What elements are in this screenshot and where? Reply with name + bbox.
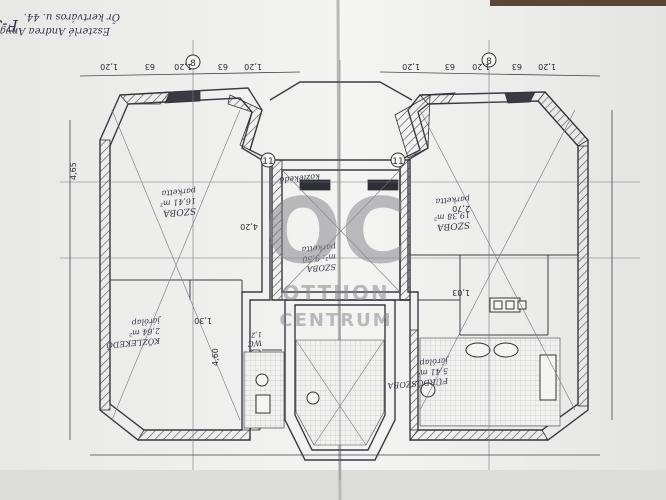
- dim-top-left-3: 1,20: [174, 62, 192, 71]
- top-dimensions-right: 1,20 63 1,20 63 1,20: [402, 62, 556, 71]
- room-area-center: m²: 9,50: [302, 252, 336, 264]
- room-name-wc: WC: [247, 338, 262, 348]
- dim-top-right-1: 1,20: [402, 62, 420, 71]
- room-floor-living-right: parketta: [435, 194, 470, 206]
- axis-label-1: 8: [190, 59, 196, 69]
- dim-top-left-1: 1,20: [100, 62, 118, 71]
- construction-lines: [60, 40, 640, 480]
- partitions: [110, 254, 578, 430]
- bathroom-fixtures: [255, 297, 557, 414]
- room-name-corridor-right: közlekedő: [278, 172, 321, 185]
- dim-side-6: 4,60: [211, 348, 220, 366]
- header-address: Őr kertváros u. 44.: [24, 11, 120, 24]
- room-area-bath-right: 5,41 m²: [417, 366, 449, 378]
- dim-top-left-4: 63: [218, 62, 228, 71]
- dim-side-5: 1,03: [452, 288, 470, 297]
- room-area-wc: 1,2: [250, 330, 262, 339]
- side-dimensions: 4,65 4,20 2,70 1,30 1,03 4,60: [69, 162, 470, 366]
- room-name-living-right: SZOBA: [436, 219, 470, 232]
- room-floor-bath-right: járólap: [419, 356, 450, 368]
- room-floor-center: parketta: [301, 242, 336, 254]
- axis-markers: [185, 52, 497, 168]
- header-sheet-code: F-3: [0, 16, 19, 35]
- room-name-living-left: SZOBA: [162, 205, 196, 218]
- room-area-corridor-left: 2,64 m²: [129, 326, 162, 338]
- room-label-living-right: SZOBA 19,38 m² parketta: [433, 194, 470, 232]
- axis-label-2: 8: [486, 57, 492, 67]
- axis-label-3: 11: [262, 157, 273, 167]
- top-dimensions-left: 1,20 63 1,20 63 1,20: [100, 62, 262, 71]
- watermark-line2: CENTRUM: [279, 310, 392, 331]
- room-label-corridor-right: közlekedő: [278, 172, 321, 185]
- room-name-center: SZOBA: [306, 262, 336, 274]
- watermark-line1: OTTHON: [282, 281, 389, 305]
- axis-label-4: 11: [392, 157, 403, 167]
- dim-top-right-4: 63: [512, 62, 522, 71]
- room-label-center: SZOBA m²: 9,50 parketta: [301, 242, 336, 274]
- sheet-header: Őr kertváros u. 44. Eszterlé Andrea Anyg…: [0, 11, 120, 36]
- dim-side-4: 1,30: [194, 316, 212, 325]
- otthon-centrum-watermark: OC OTTHON CENTRUM: [265, 179, 408, 331]
- room-floor-living-left: parketta: [161, 186, 196, 198]
- room-area-living-right: 19,38 m²: [433, 210, 470, 222]
- room-label-living-left: SZOBA 16,41 m² parketta: [159, 186, 196, 218]
- header-owner: Eszterlé Andrea Anyg.: [0, 25, 111, 36]
- dim-top-right-3: 1,20: [472, 62, 490, 71]
- room-area-living-left: 16,41 m²: [159, 196, 196, 208]
- watermark-logo: OC: [265, 179, 408, 284]
- hatched-walls: [99, 90, 589, 441]
- dim-side-3: 2,70: [452, 204, 470, 213]
- dim-top-left-5: 1,20: [244, 62, 262, 71]
- dim-top-left-2: 63: [145, 62, 155, 71]
- room-label-wc: WC 1,2: [247, 330, 262, 348]
- dim-side-2: 4,20: [240, 222, 258, 231]
- dim-side-1: 4,65: [69, 162, 78, 180]
- dim-top-right-5: 1,20: [538, 62, 556, 71]
- dimension-chains: [69, 71, 613, 456]
- dim-top-right-2: 63: [445, 62, 455, 71]
- room-floor-corridor-left: járólap: [131, 316, 162, 328]
